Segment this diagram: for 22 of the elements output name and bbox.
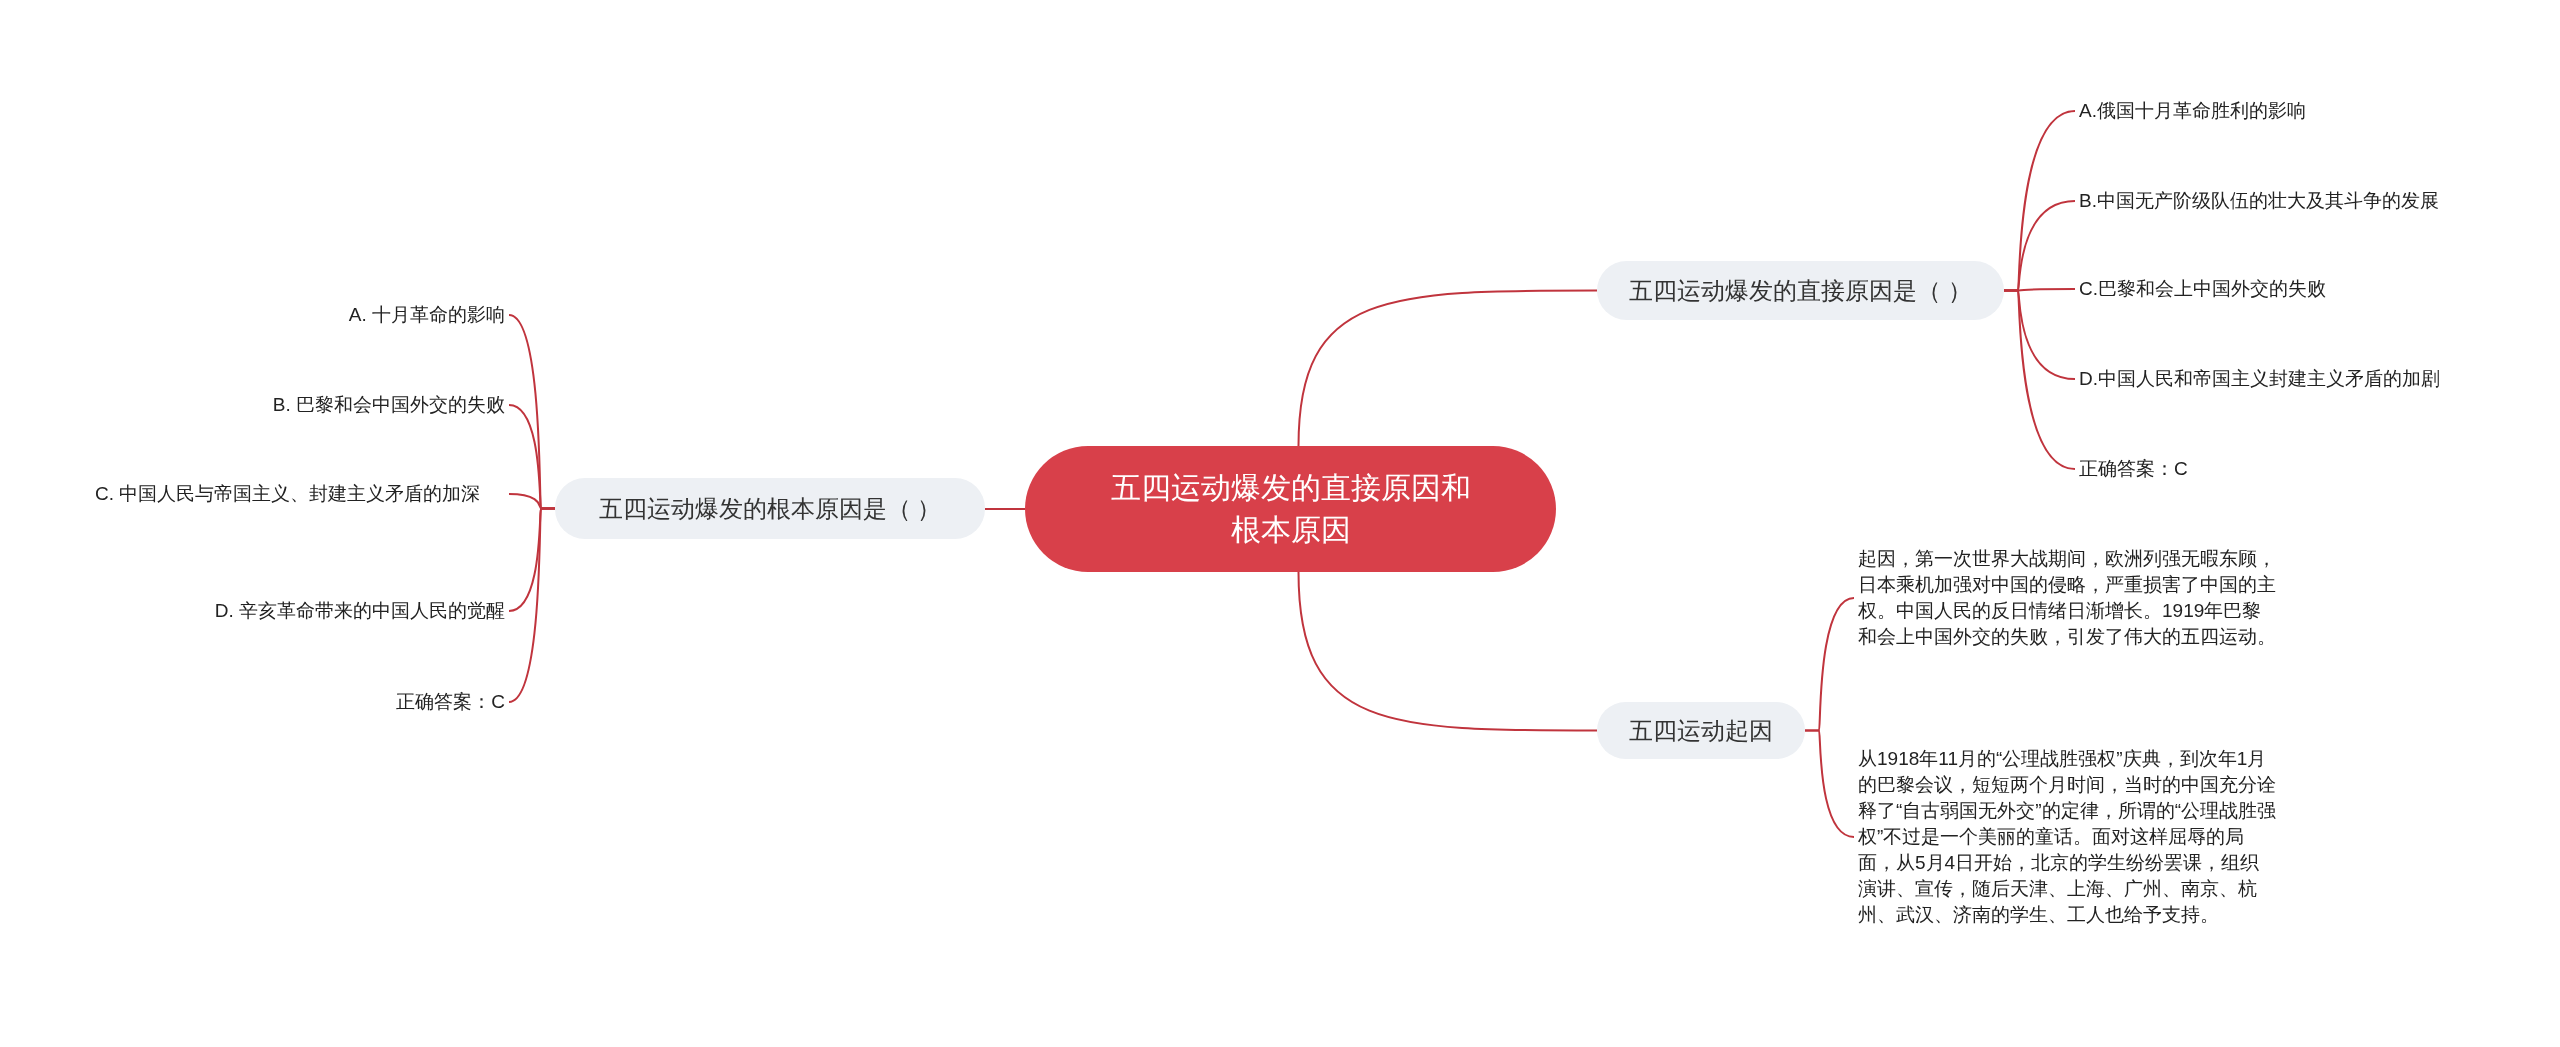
central-topic: 五四运动爆发的直接原因和根本原因 (1025, 446, 1556, 572)
connector-line (2003, 289, 2076, 470)
subtopic-text: 正确答案：C (95, 689, 505, 715)
connector-line (1297, 289, 1598, 447)
subtopic-text: B. 巴黎和会中国外交的失败 (95, 392, 505, 418)
subtopic-text: C. 中国人民与帝国主义、封建主义矛盾的加深 (95, 481, 505, 507)
subtopic-text: 从1918年11月的“公理战胜强权”庆典，到次年1月的巴黎会议，短短两个月时间，当时的中国充分诠释了“自古弱国无外交”的定律，所谓的“公理战胜强权”不过是一个美丽的童话。面对这样屈辱的局面，从5月4日开始，北京的学生纷纷罢课，组织演讲、宣传，随后天津、上海、广州、南京、杭州、武汉、济南的学生、工人也给予支持。 (1858, 746, 2278, 928)
subtopic-text: 正确答案：C (2079, 456, 2188, 482)
topic-pill: 五四运动爆发的直接原因是（ ） (1597, 261, 2004, 320)
subtopic-text: C.巴黎和会上中国外交的失败 (2079, 276, 2326, 302)
topic-pill: 五四运动起因 (1597, 702, 1805, 759)
subtopic-text: A.俄国十月革命胜利的影响 (2079, 98, 2306, 124)
subtopic-text: D. 辛亥革命带来的中国人民的觉醒 (95, 598, 505, 624)
topic-pill: 五四运动爆发的根本原因是（ ） (555, 478, 985, 539)
connector-line (984, 508, 1026, 510)
subtopic-text: A. 十月革命的影响 (95, 302, 505, 328)
connector-line (508, 507, 556, 703)
subtopic-text: D.中国人民和帝国主义封建主义矛盾的加剧 (2079, 366, 2440, 392)
subtopic-text: 起因，第一次世界大战期间，欧洲列强无暇东顾，日本乘机加强对中国的侵略，严重损害了中国的主权。中国人民的反日情绪日渐增长。1919年巴黎和会上中国外交的失败，引发了伟大的五四运动。 (1858, 546, 2278, 650)
connector-line (1297, 571, 1598, 732)
connector-line (1804, 729, 1855, 838)
subtopic-text: B.中国无产阶级队伍的壮大及其斗争的发展 (2079, 188, 2439, 214)
